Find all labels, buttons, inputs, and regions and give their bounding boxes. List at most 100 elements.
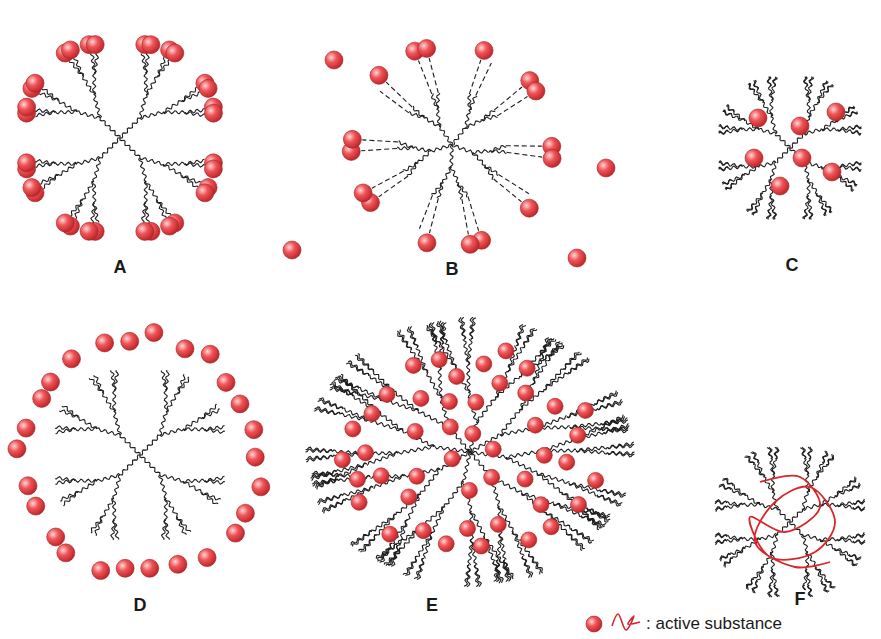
dendron-branch [821, 581, 827, 592]
dendron-branch [160, 412, 167, 435]
dendron-branch [758, 462, 765, 477]
dendron-branch [823, 81, 828, 90]
dendron-branch [835, 490, 850, 497]
active-substance-sphere [517, 471, 533, 487]
dendron-branch [768, 77, 771, 87]
dendron-branch [74, 58, 84, 76]
dendron-branch [734, 485, 745, 496]
cleavable-linker [429, 58, 438, 93]
dendron-branch [729, 127, 743, 130]
dendron-branch [182, 175, 198, 187]
dendron-branch [499, 559, 511, 580]
dendron-branch [378, 411, 403, 430]
dendron-branch [77, 111, 100, 118]
dendron-branch [156, 200, 166, 218]
dendron-branch [719, 484, 730, 489]
active-substance-coil [749, 476, 835, 568]
active-substance-sphere [364, 406, 380, 422]
dendron-branch [79, 417, 97, 429]
active-substance-sphere [166, 44, 184, 62]
dendron-branch [145, 181, 157, 201]
dendron-branch [482, 115, 498, 120]
dendron-branch [312, 471, 337, 481]
dendron-branch [774, 77, 778, 87]
dendron-branch [183, 481, 201, 493]
dendron-branch [719, 130, 729, 133]
dendron-branch [397, 146, 413, 149]
dendron-branch [803, 209, 807, 219]
active-substance-sphere [345, 421, 361, 437]
dendron-branch [777, 522, 790, 535]
active-substance-sphere [791, 117, 809, 135]
legend-coil-icon [612, 614, 640, 630]
active-substance-sphere [373, 468, 389, 484]
dendron-branch [166, 394, 178, 412]
cleavable-linker [506, 145, 542, 147]
dendron-branch [822, 581, 830, 591]
active-substance-sphere [370, 66, 388, 84]
active-substance-sphere [199, 79, 217, 97]
active-substance-sphere [405, 357, 421, 373]
dendron-branch [165, 370, 169, 390]
dendron-branch [719, 167, 729, 171]
dendron-branch [35, 160, 55, 165]
active-substance-sphere [246, 448, 264, 466]
dendron-branch [163, 164, 181, 176]
dendron-branch [835, 487, 848, 496]
active-substance-sphere [492, 375, 508, 391]
dendron-branch [826, 579, 835, 588]
dendron-branch [817, 92, 826, 103]
dendron-branch [319, 398, 343, 409]
dendron-branch [94, 375, 104, 393]
active-substance-sphere [823, 163, 841, 181]
dendron-branch [157, 60, 169, 76]
dendron-branch [743, 503, 760, 506]
dendron-branch [306, 455, 333, 459]
active-substance-sphere [201, 345, 219, 363]
active-substance-sphere [597, 159, 615, 177]
dendron-branch [202, 492, 218, 504]
legend-text: : active substance [646, 615, 782, 634]
dendron-branch [727, 105, 734, 112]
dendron-branch [715, 506, 727, 510]
cleavable-linker [372, 171, 404, 188]
dendron-branch [775, 447, 779, 459]
dendron-branch [185, 112, 205, 117]
active-substance-sphere [80, 222, 98, 240]
active-substance-sphere [252, 478, 270, 496]
dendron-branch [822, 451, 827, 462]
active-substance-sphere [465, 426, 481, 442]
dendron-branch [450, 167, 459, 183]
dendron-branch [62, 406, 78, 418]
dendron-branch [144, 181, 147, 203]
dendron-branch [849, 484, 860, 490]
active-substance-sphere [27, 497, 45, 515]
dendron-branch [853, 499, 864, 504]
dendron-branch [440, 451, 470, 469]
active-substance-sphere [142, 36, 160, 54]
dendron-branch [774, 585, 779, 596]
dendron-branch [185, 163, 205, 167]
dendron-branch [140, 455, 160, 475]
active-substance-sphere [490, 516, 506, 532]
dendron-branch [473, 153, 486, 166]
dendron-branch [92, 181, 95, 203]
active-substance-sphere [520, 199, 538, 217]
dendron-branch [835, 548, 846, 559]
dendron-branch [403, 556, 418, 574]
dendron-branch [853, 534, 865, 538]
dendron-branch [849, 554, 860, 559]
dendron-branch [93, 158, 100, 181]
dendron-branch [471, 318, 476, 340]
active-substance-sphere [18, 154, 36, 172]
active-substance-sphere [570, 427, 586, 443]
dendron-branch [607, 442, 633, 449]
dendron-branch [732, 174, 745, 181]
cleavable-linker [429, 198, 438, 233]
dendrimer [306, 317, 635, 586]
dendron-branch [746, 456, 755, 465]
dendron-branch [440, 126, 452, 145]
cleavable-linker [418, 60, 431, 93]
dendron-branch [183, 428, 205, 431]
